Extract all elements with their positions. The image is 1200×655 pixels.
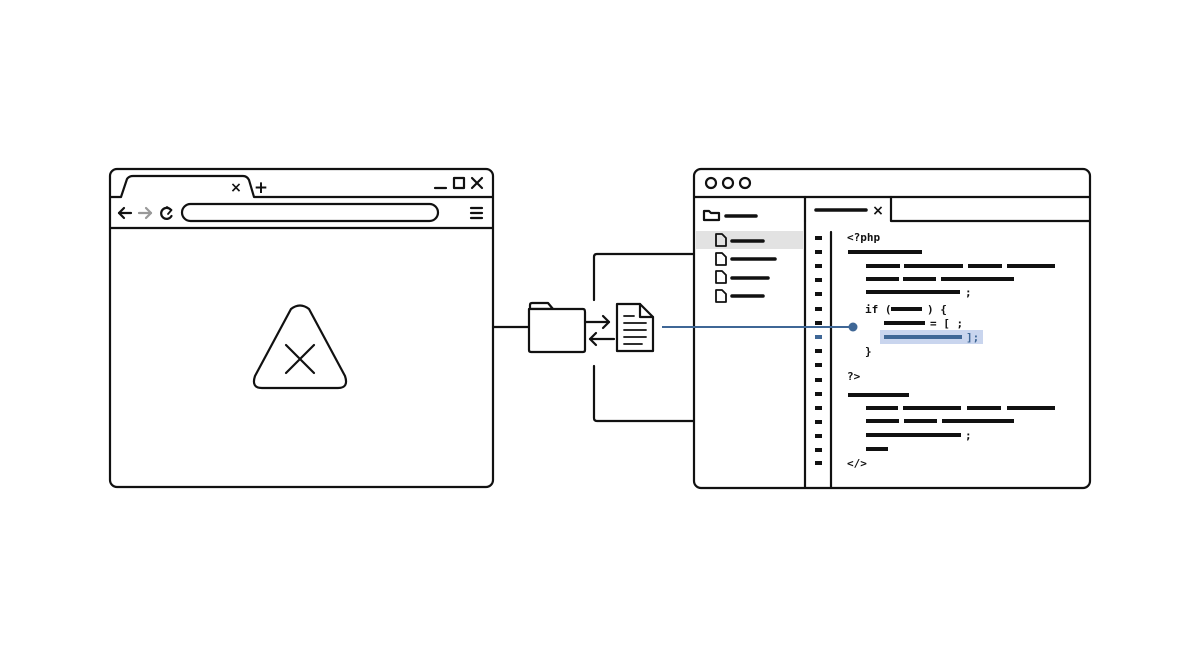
code-text: <?php ; if ( ) { = [ ; ]; } ?> ; </> <box>847 231 979 470</box>
code-pointer <box>662 322 858 332</box>
code-lines <box>848 250 1055 451</box>
reload-icon[interactable] <box>160 206 173 220</box>
semicolon-token: ; <box>965 286 972 299</box>
editor-window: × <box>692 167 1092 490</box>
forward-arrow-icon[interactable] <box>137 206 153 220</box>
line-number-marker <box>815 292 822 296</box>
folder-icon <box>702 209 721 222</box>
file-tree-item[interactable] <box>715 252 777 266</box>
file-tree-item[interactable] <box>715 270 770 284</box>
exchange-arrows-icon <box>583 314 616 347</box>
brace-close-token: } <box>865 345 872 358</box>
line-number-marker <box>815 236 822 240</box>
php-open-tag: <?php <box>847 231 880 244</box>
pointer-dot <box>848 322 858 332</box>
line-number-marker <box>815 448 822 452</box>
line-number-marker <box>815 434 822 438</box>
upper-link-line <box>592 252 696 302</box>
file-icon <box>715 270 727 284</box>
line-number-marker <box>815 335 822 339</box>
line-number-marker <box>815 420 822 424</box>
file-tree-item[interactable] <box>715 289 765 303</box>
editor-tab-strip <box>889 195 1091 223</box>
php-close-tag: ?> <box>847 370 861 383</box>
folder-tree-item[interactable] <box>702 209 758 222</box>
window-dots <box>704 176 752 190</box>
line-number-marker <box>815 406 822 410</box>
maximize-icon[interactable] <box>452 176 466 190</box>
menu-icon[interactable] <box>469 206 484 220</box>
browser-frame <box>108 167 495 489</box>
file-icon <box>715 289 727 303</box>
semicolon-token: ; <box>965 429 972 442</box>
window-dot-icon[interactable] <box>704 176 718 190</box>
editor-tab-close-icon[interactable]: × <box>872 203 884 219</box>
file-icon <box>715 252 727 266</box>
assign-token: = [ ; <box>930 317 963 330</box>
folder-icon <box>527 301 587 354</box>
error-warning-icon <box>252 304 348 390</box>
line-number-marker <box>815 321 822 325</box>
line-number-gutter <box>815 236 822 465</box>
new-tab-icon[interactable]: + <box>254 178 268 198</box>
line-number-marker <box>815 378 822 382</box>
line-number-marker <box>815 250 822 254</box>
back-arrow-icon[interactable] <box>117 206 133 220</box>
browser-tab[interactable] <box>109 174 494 199</box>
closing-tag: </> <box>847 457 867 470</box>
line-number-marker <box>815 349 822 353</box>
line-number-marker <box>815 363 822 367</box>
line-number-marker <box>815 392 822 396</box>
line-number-marker <box>815 461 822 465</box>
line-number-marker <box>815 278 822 282</box>
if-keyword: if ( <box>865 303 892 316</box>
file-tree <box>696 209 803 303</box>
file-tree-item[interactable] <box>715 233 765 247</box>
document-icon <box>615 302 655 353</box>
line-number-marker <box>815 264 822 268</box>
file-icon <box>715 233 727 247</box>
tab-close-icon[interactable]: × <box>230 180 242 196</box>
address-bar[interactable] <box>180 202 440 223</box>
line-number-marker <box>815 307 822 311</box>
sync-connector <box>491 252 696 423</box>
lower-link-line <box>592 364 696 423</box>
close-icon[interactable] <box>470 176 484 190</box>
browser-window: × + <box>108 167 495 489</box>
array-close-token: ]; <box>966 331 979 344</box>
window-dot-icon[interactable] <box>738 176 752 190</box>
window-dot-icon[interactable] <box>721 176 735 190</box>
if-close-paren: ) { <box>927 303 947 316</box>
